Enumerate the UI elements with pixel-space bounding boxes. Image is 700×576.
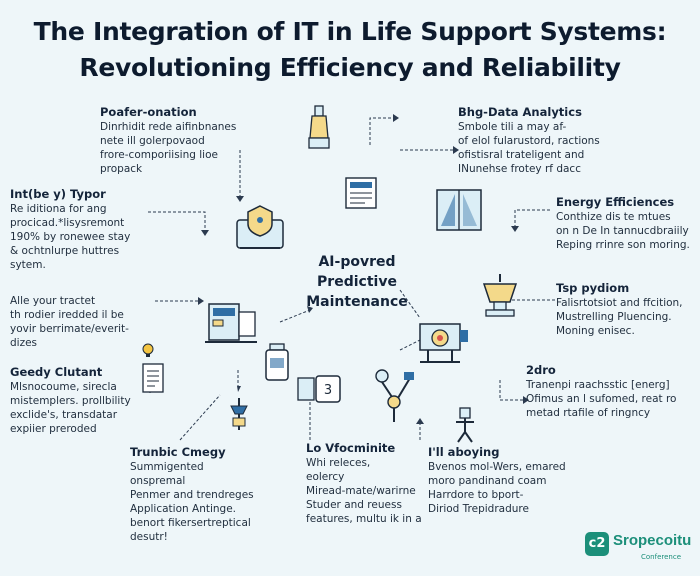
display-badge: 3 bbox=[324, 383, 332, 398]
block-line: Ofimus an l sufomed, reat ro bbox=[526, 393, 677, 405]
block-line: Conthize dis te mtues bbox=[556, 211, 671, 223]
block-line: Alle your tractet bbox=[10, 295, 96, 307]
block-heading: Poafer-onation bbox=[100, 105, 197, 119]
block-line: Summigented bbox=[130, 461, 204, 473]
block-line: expiier preroded bbox=[10, 423, 97, 435]
block-line: features, multu ik in a bbox=[306, 513, 422, 525]
block-heading: Trunbic Cmegy bbox=[130, 445, 226, 459]
block-line: & ochtnlurpe huttres bbox=[10, 245, 120, 257]
center-topic: AI-povred Predictive Maintenance bbox=[292, 252, 422, 312]
machine-panel-icon bbox=[205, 303, 257, 343]
server-cabinet-icon bbox=[436, 189, 482, 231]
block-line: yovir berrimate/everit- bbox=[10, 323, 129, 335]
lightbulb-icon bbox=[142, 343, 154, 357]
block-tsp: Tsp pydiom Falisrtotsiot and ffcition, M… bbox=[556, 280, 683, 338]
block-heading: 2dro bbox=[526, 363, 556, 377]
block-line: metad rtafile of ringncy bbox=[526, 407, 651, 419]
center-line-3: Maintenance bbox=[306, 294, 408, 310]
block-line: Smbole tili a may af- bbox=[458, 121, 567, 133]
block-ifl: I'll aboying Bvenos mol-Wers, emared mor… bbox=[428, 444, 566, 516]
block-line: th rodier iredded il be bbox=[10, 309, 124, 321]
block-line: Harrdore to bport- bbox=[428, 489, 524, 501]
medical-device-icon bbox=[419, 323, 468, 363]
logo-subtitle: Conference bbox=[641, 553, 682, 561]
block-heading: Lo Vfocminite bbox=[306, 441, 396, 455]
robot-arm-icon bbox=[375, 369, 414, 422]
person-icon bbox=[456, 407, 474, 443]
block-line: Miread-mate/warirne bbox=[306, 485, 416, 497]
block-line: INunehse frotey rf dacc bbox=[458, 163, 581, 175]
block-line: desutr! bbox=[130, 531, 168, 543]
block-line: of elol fularustord, ractions bbox=[458, 135, 600, 147]
lamp-icon bbox=[308, 105, 330, 149]
canister-icon bbox=[265, 343, 289, 381]
block-line: sytem. bbox=[10, 259, 46, 271]
block-line: procicad.*lisysremont bbox=[10, 217, 125, 229]
block-energy: Energy Efficiences Conthize dis te mtues… bbox=[556, 194, 690, 252]
brand-logo: c2 Sropecoitu Conference bbox=[583, 528, 700, 568]
report-icon bbox=[142, 363, 164, 393]
block-line: onspremal bbox=[130, 475, 186, 487]
block-line: exclide's, transdatar bbox=[10, 409, 118, 421]
block-geedy: Geedy Clutant Mlsnocoume, sirecla mistem… bbox=[10, 364, 131, 436]
block-line: mistemplers. prollbility bbox=[10, 395, 131, 407]
center-line-1: AI-povred bbox=[318, 254, 396, 270]
block-line: moro pandinand coam bbox=[428, 475, 547, 487]
block-line: Reping rrinre son moring. bbox=[556, 239, 690, 251]
title-line-1: The Integration of IT in Life Support Sy… bbox=[33, 17, 667, 46]
block-line: Tranenpi raachsstic [energ] bbox=[526, 379, 670, 391]
block-line: Mlsnocoume, sirecla bbox=[10, 381, 117, 393]
block-zdro: 2dro Tranenpi raachsstic [energ] Ofimus … bbox=[526, 362, 676, 420]
block-heading: Bhg-Data Analytics bbox=[458, 105, 582, 119]
block-alle: Alle your tractet th rodier iredded il b… bbox=[10, 294, 129, 350]
block-line: Bvenos mol-Wers, emared bbox=[428, 461, 566, 473]
shield-monitor-icon bbox=[236, 205, 284, 249]
block-line: ofistisral trateligent and bbox=[458, 149, 585, 161]
block-heading: Tsp pydiom bbox=[556, 281, 630, 295]
block-line: Application Antinge. bbox=[130, 503, 236, 515]
block-line: Falisrtotsiot and ffcition, bbox=[556, 297, 683, 309]
block-heading: I'll aboying bbox=[428, 445, 500, 459]
block-line: Studer and reuess bbox=[306, 499, 402, 511]
block-line: on n De In tannucdbraiily bbox=[556, 225, 689, 237]
block-bigdata: Bhg-Data Analytics Smbole tili a may af-… bbox=[458, 104, 600, 176]
title-line-2: Revolutioning Efficiency and Reliability bbox=[79, 53, 621, 82]
block-lo: Lo Vfocminite Whi releces, eolercy Mirea… bbox=[306, 440, 422, 526]
logo-mark-icon: c2 bbox=[585, 532, 609, 556]
logo-name: Sropecoitu bbox=[613, 532, 692, 549]
block-poafer: Poafer-onation Dinrhidit rede aifinbnane… bbox=[100, 104, 236, 176]
center-line-2: Predictive bbox=[317, 274, 397, 290]
block-line: Penmer and trendreges bbox=[130, 489, 254, 501]
block-line: Diriod Trepidradure bbox=[428, 503, 529, 515]
block-line: Moning enisec. bbox=[556, 325, 635, 337]
block-line: Whi releces, bbox=[306, 457, 371, 469]
block-heading: Int(be y) Typor bbox=[10, 187, 106, 201]
document-icon bbox=[345, 177, 377, 209]
block-heading: Energy Efficiences bbox=[556, 195, 675, 209]
block-line: benort fikersertreptical bbox=[130, 517, 251, 529]
block-line: Mustrelling Pluencing. bbox=[556, 311, 672, 323]
block-line: dizes bbox=[10, 337, 38, 349]
block-heading: Geedy Clutant bbox=[10, 365, 103, 379]
block-line: 190% by ronewee stay bbox=[10, 231, 131, 243]
block-line: Re iditiona for ang bbox=[10, 203, 107, 215]
block-line: nete ill golerpovaod bbox=[100, 135, 205, 147]
valve-icon bbox=[230, 398, 248, 430]
display-icon: 3 bbox=[297, 375, 341, 403]
block-integ: Int(be y) Typor Re iditiona for ang proc… bbox=[10, 186, 130, 272]
block-line: eolercy bbox=[306, 471, 345, 483]
block-line: frore-comporiising lioe bbox=[100, 149, 218, 161]
block-line: Dinrhidit rede aifinbnanes bbox=[100, 121, 237, 133]
pump-icon bbox=[482, 274, 518, 317]
page-title: The Integration of IT in Life Support Sy… bbox=[0, 14, 700, 86]
block-line: propack bbox=[100, 163, 143, 175]
block-trunbic: Trunbic Cmegy Summigented onspremal Penm… bbox=[130, 444, 254, 544]
